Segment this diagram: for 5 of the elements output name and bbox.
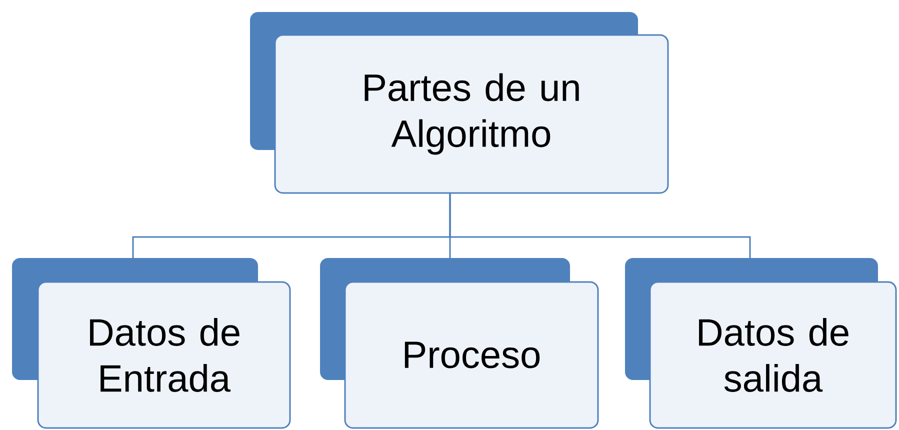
text-box: Partes de un Algoritmo [250, 12, 669, 194]
text-box: Proceso [320, 258, 599, 429]
connector-line [449, 194, 751, 258]
text-box: Datos de Entrada [12, 258, 291, 429]
text-box: Datos de salida [625, 258, 897, 429]
